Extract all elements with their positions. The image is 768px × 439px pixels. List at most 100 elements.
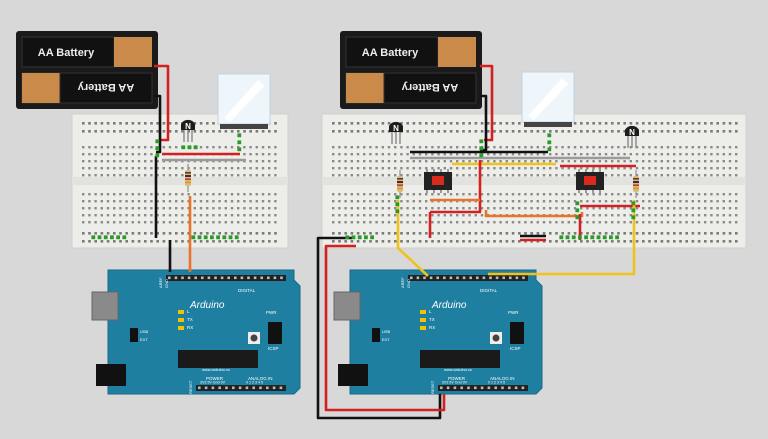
overlay-layer — [91, 133, 636, 240]
battery-pack-left: AA Battery AA Battery — [16, 31, 158, 109]
breadboard-right — [321, 113, 747, 249]
usb-connector — [333, 291, 361, 321]
digital-label: DIGITAL — [238, 288, 256, 293]
analog-pins-label: 0 1 2 3 4 5 — [246, 381, 263, 385]
usb-select-label: USB — [140, 329, 149, 334]
battery-label: AA Battery — [362, 47, 419, 59]
aref-label: AREF — [158, 277, 163, 288]
battery-cell-copper — [114, 37, 152, 67]
analog-in-label: ANALOG IN — [248, 376, 273, 381]
connected-holes-right-1 — [479, 139, 484, 158]
transistor-right-a: N — [389, 121, 403, 144]
reset-label: RESET — [430, 380, 435, 394]
tx-led-label: TX — [429, 317, 435, 322]
transistor-body — [181, 119, 195, 130]
status-led — [178, 318, 184, 322]
wires-layer — [154, 64, 640, 420]
connected-holes-right-2 — [547, 133, 552, 152]
breadboard-center-channel — [72, 176, 288, 186]
connected-holes-right-6 — [345, 235, 374, 240]
resistor-right-b — [633, 170, 639, 198]
status-led — [420, 310, 426, 314]
arduino-url: www.arduino.cc — [444, 367, 472, 372]
breadboards-layer — [71, 113, 747, 249]
battery-label: AA Battery — [77, 81, 134, 93]
connected-holes-left-3 — [237, 133, 242, 152]
aref-label: AREF — [400, 277, 405, 288]
transistor-label: N — [629, 128, 635, 137]
status-led — [178, 310, 184, 314]
power-label: POWER — [206, 376, 224, 381]
arduino-logo: Arduino — [189, 300, 225, 311]
breadboard-center-channel — [322, 176, 746, 186]
battery-label: AA Battery — [38, 47, 95, 59]
tx-led-label: TX — [187, 317, 193, 322]
icsp-label: ICSP — [268, 346, 279, 351]
wire-yellow-right-signal-a — [396, 200, 429, 277]
digital-label: DIGITAL — [480, 288, 498, 293]
power-pins-label: 3V3 5V Gnd 9V — [200, 381, 226, 385]
digital-header — [166, 275, 286, 281]
microcontroller-chip — [178, 350, 258, 368]
breadboard-holes — [332, 122, 738, 243]
chip-red-window — [584, 176, 596, 185]
arduino-logo: Arduino — [431, 300, 467, 311]
wire-red-battery-right — [480, 64, 494, 142]
power-selector — [130, 328, 138, 342]
power-pins-label: 3V3 5V Gnd 9V — [442, 381, 468, 385]
l-led-label: L — [187, 309, 190, 314]
transistor-label: N — [185, 122, 191, 131]
wire-orange-right-link — [484, 210, 584, 218]
pwr-led-label: PWR — [508, 310, 519, 315]
icsp-header — [510, 322, 524, 344]
battery-cell-copper — [438, 37, 476, 67]
transistor-body — [389, 121, 403, 132]
digital-header — [408, 275, 528, 281]
status-led — [178, 326, 184, 330]
l-led-label: L — [429, 309, 432, 314]
icsp-label: ICSP — [510, 346, 521, 351]
connected-holes-left-1 — [155, 139, 160, 158]
resistor-right-a — [397, 170, 403, 198]
chip-red-window — [432, 176, 444, 185]
transistor-right-b: N — [625, 125, 639, 148]
light-sensor-right — [521, 71, 575, 127]
connected-holes-right-5 — [631, 201, 636, 220]
battery-cell: AA Battery — [345, 36, 476, 68]
power-jack — [338, 364, 368, 386]
wire-red-battery-left — [154, 64, 170, 142]
connected-holes-right-3 — [395, 195, 400, 214]
battery-pack-right: AA Battery AA Battery — [340, 31, 482, 109]
rx-led-label: RX — [429, 325, 435, 330]
wire-black-battery-left — [154, 94, 162, 154]
power-selector — [372, 328, 380, 342]
wire-yellow-right-signal-b — [488, 200, 636, 276]
gnd-label: GND — [164, 279, 169, 288]
connected-holes-left-2 — [181, 145, 198, 150]
gnd-label: GND — [406, 279, 411, 288]
battery-cell: AA Battery — [345, 72, 477, 104]
transistor-body — [625, 125, 639, 136]
connected-holes-left-5 — [191, 235, 239, 240]
connected-holes-right-4 — [575, 201, 580, 220]
analog-in-label: ANALOG IN — [490, 376, 515, 381]
light-sensor-pins — [220, 124, 268, 129]
wire-red-right-power — [324, 244, 446, 412]
reset-label: RESET — [188, 380, 193, 394]
battery-cell-black — [21, 36, 115, 68]
transistor-label: N — [393, 124, 399, 133]
status-led — [420, 318, 426, 322]
status-led — [420, 326, 426, 330]
transistor-left: N — [181, 119, 195, 142]
connected-holes-right-7 — [559, 235, 619, 240]
battery-cell: AA Battery — [21, 36, 152, 68]
ext-select-label: EXT — [140, 337, 148, 342]
icsp-header — [268, 322, 282, 344]
light-sensor-pins — [524, 122, 572, 127]
resistor-left — [185, 164, 191, 192]
